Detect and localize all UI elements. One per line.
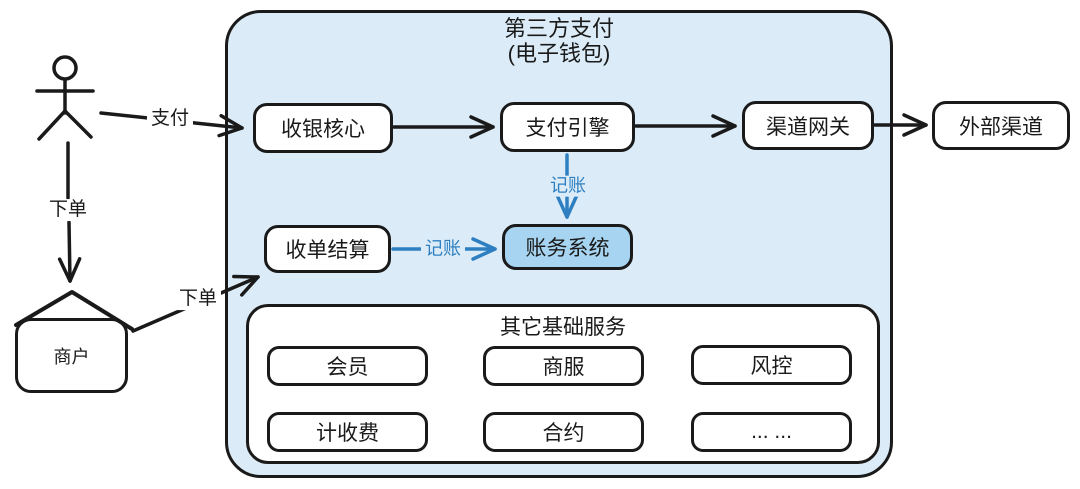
node-payment-engine: 支付引擎: [500, 102, 635, 152]
node-cashier-core: 收银核心: [253, 103, 393, 153]
node-acquiring-settlement: 收单结算: [264, 225, 391, 273]
arrow-user-order-lower: [57, 220, 82, 283]
node-external-channel: 外部渠道: [932, 101, 1070, 150]
node-channel-gateway: 渠道网关: [742, 101, 874, 150]
services-title: 其它基础服务: [500, 316, 626, 339]
service-billing: 计收费: [267, 412, 428, 452]
merchant-label: 商户: [53, 346, 90, 367]
service-risk-control: 风控: [691, 345, 852, 385]
node-accounting-system: 账务系统: [502, 224, 633, 270]
edge-label-bookkeeping-engine: 记账: [546, 175, 590, 197]
edge-label-bookkeeping-settlement: 记账: [421, 238, 465, 260]
user-actor-icon: [35, 55, 95, 141]
container-title-line2: (电子钱包): [507, 41, 611, 66]
service-member: 会员: [267, 346, 428, 386]
node-merchant: 商户: [15, 318, 128, 393]
service-contract: 合约: [483, 412, 644, 452]
edge-label-order-user: 下单: [44, 199, 92, 221]
edge-label-pay: 支付: [146, 108, 194, 130]
edge-label-order-merchant: 下单: [174, 288, 222, 310]
container-title-line1: 第三方支付: [503, 16, 614, 41]
service-merchant-service: 商服: [483, 346, 644, 386]
container-title: 第三方支付 (电子钱包): [225, 16, 893, 66]
service-more: ... ...: [691, 412, 852, 452]
